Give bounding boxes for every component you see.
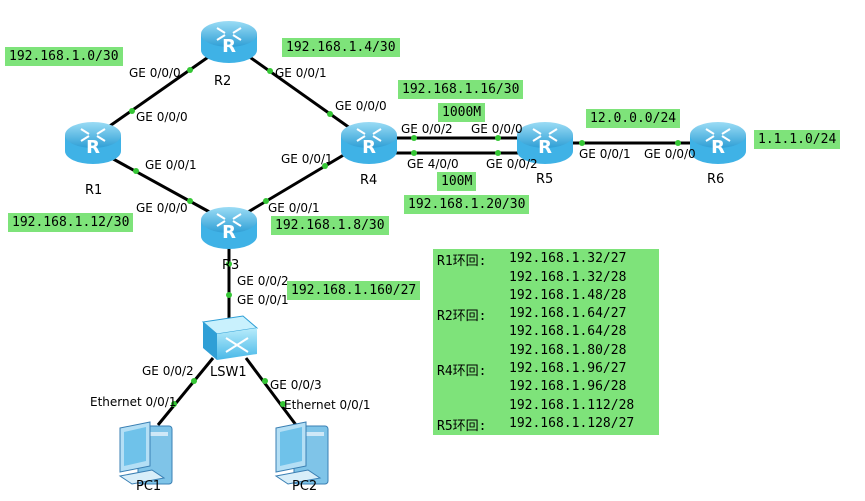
device-name-r5: R5 <box>536 172 554 187</box>
if-r5-g000: GE 0/0/0 <box>471 122 523 136</box>
link-dots <box>129 67 681 407</box>
network-r4-r5-bottom: 192.168.1.20/30 <box>404 195 530 214</box>
loopback-label: R5环回: <box>437 419 487 434</box>
if-r3-g002: GE 0/0/2 <box>237 274 289 288</box>
device-name-r4: R4 <box>360 173 378 188</box>
if-r6-g000: GE 0/0/0 <box>644 147 696 161</box>
network-r2-r4: 192.168.1.4/30 <box>282 38 400 57</box>
if-r4-g002: GE 0/0/2 <box>401 122 453 136</box>
device-name-r3: R3 <box>222 258 240 273</box>
if-r3-g001: GE 0/0/1 <box>268 201 320 215</box>
if-r4-g400: GE 4/0/0 <box>407 157 459 171</box>
device-name-pc1: PC1 <box>136 479 162 494</box>
loopback-addr: 192.168.1.128/27 <box>509 416 635 431</box>
loopback-addr: 192.168.1.96/27 <box>509 361 627 376</box>
link-r3-r4 <box>242 148 353 217</box>
if-pc1-eth: Ethernet 0/0/1 <box>90 395 177 409</box>
loopback-label: R2环回: <box>437 309 487 324</box>
network-r5-r6: 12.0.0.0/24 <box>586 109 681 128</box>
network-r4-r5-top: 192.168.1.16/30 <box>398 80 524 99</box>
network-r6: 1.1.1.0/24 <box>754 130 841 149</box>
if-r4-g000: GE 0/0/0 <box>335 99 387 113</box>
network-r1-r3: 192.168.1.12/30 <box>8 213 134 232</box>
pc2-icon[interactable] <box>274 421 329 485</box>
svg-text:R: R <box>222 36 236 57</box>
loopback-label: R4环回: <box>437 364 487 379</box>
if-r5-g002: GE 0/0/2 <box>486 157 538 171</box>
speed-label-100m: 100M <box>437 172 477 191</box>
network-r3-r4: 192.168.1.8/30 <box>271 216 389 235</box>
network-r3-lsw: 192.168.1.160/27 <box>287 281 421 300</box>
loopback-table: R1环回: 192.168.1.32/27 192.168.1.32/28 19… <box>433 249 659 435</box>
svg-text:R: R <box>222 222 236 243</box>
if-r2-g000: GE 0/0/0 <box>129 66 181 80</box>
routers: R R R R R R <box>65 21 746 249</box>
link-lsw-pc2 <box>244 357 298 426</box>
if-r5-g001: GE 0/0/1 <box>579 147 631 161</box>
if-r4-g001: GE 0/0/1 <box>281 152 333 166</box>
if-lsw-g002: GE 0/0/2 <box>142 364 194 378</box>
speed-label-1000m: 1000M <box>438 103 486 122</box>
loopback-addr: 192.168.1.32/27 <box>509 251 627 266</box>
router-r5-icon[interactable]: R <box>517 122 573 164</box>
network-r1-r2: 192.168.1.0/30 <box>5 47 123 66</box>
router-r3-icon[interactable]: R <box>201 207 257 249</box>
device-name-pc2: PC2 <box>292 479 318 494</box>
loopback-addr: 192.168.1.96/28 <box>509 379 627 394</box>
svg-text:R: R <box>711 137 725 158</box>
router-r1-icon[interactable]: R <box>65 122 121 164</box>
svg-text:R: R <box>86 137 100 158</box>
if-r1-g001: GE 0/0/1 <box>145 158 197 172</box>
if-lsw-g001: GE 0/0/1 <box>237 293 289 307</box>
router-r6-icon[interactable]: R <box>690 122 746 164</box>
loopback-label: R1环回: <box>437 254 487 269</box>
link-r1-r2 <box>103 51 215 132</box>
if-r1-g000: GE 0/0/0 <box>136 110 188 124</box>
switch-lsw1-icon[interactable] <box>201 315 259 360</box>
loopback-addr: 192.168.1.64/28 <box>509 324 627 339</box>
loopback-addr: 192.168.1.48/28 <box>509 288 627 303</box>
if-r3-g000: GE 0/0/0 <box>136 201 188 215</box>
device-name-r1: R1 <box>85 183 103 198</box>
router-r2-icon[interactable]: R <box>201 21 257 63</box>
if-lsw-g003: GE 0/0/3 <box>270 378 322 392</box>
link-r1-r3 <box>105 153 216 217</box>
loopback-addr: 192.168.1.112/28 <box>509 398 635 413</box>
device-name-lsw1: LSW1 <box>210 365 247 380</box>
if-r2-g001: GE 0/0/1 <box>275 66 327 80</box>
if-pc2-eth: Ethernet 0/0/1 <box>284 398 371 412</box>
loopback-addr: 192.168.1.64/27 <box>509 306 627 321</box>
device-name-r6: R6 <box>707 172 725 187</box>
device-name-r2: R2 <box>214 74 232 89</box>
router-r4-icon[interactable]: R <box>341 122 397 164</box>
link-r2-r4 <box>243 51 358 135</box>
loopback-addr: 192.168.1.80/28 <box>509 343 627 358</box>
svg-text:R: R <box>538 137 552 158</box>
pc1-icon[interactable] <box>118 421 173 485</box>
svg-text:R: R <box>362 137 376 158</box>
link-lsw-pc1 <box>156 357 215 426</box>
loopback-addr: 192.168.1.32/28 <box>509 270 627 285</box>
